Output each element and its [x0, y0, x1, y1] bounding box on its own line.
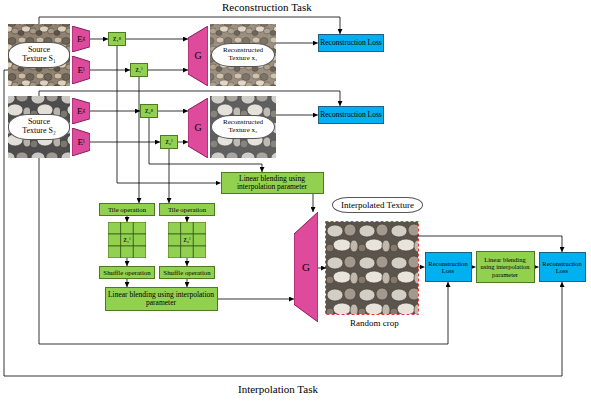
encoder-trapezoid: Eᵍ: [72, 98, 90, 124]
loss-box: Reconstruction Loss: [539, 252, 586, 282]
operation-box: Tile operation: [159, 203, 215, 216]
generator-trapezoid: G: [188, 26, 208, 86]
section-label: Reconstruction Task: [222, 1, 312, 13]
flow-arrow: [276, 43, 318, 44]
texture-image: Reconstructed Texture x₁: [210, 24, 276, 86]
flow-arrow: [127, 216, 128, 222]
pebble-texture: [210, 24, 276, 86]
node-label: G: [194, 50, 201, 61]
node-label: Reconstructed Texture x₁: [211, 43, 275, 67]
loss-box: Reconstruction Loss: [425, 252, 472, 282]
node-label: Linear blending using interpolation para…: [477, 256, 534, 278]
texture-heading: Interpolated Texture: [332, 197, 423, 213]
flow-arrow: [169, 149, 170, 203]
node-label: z₁ˡ: [123, 236, 130, 244]
tiled-grid: z₂ˡ: [168, 222, 206, 258]
flow-arrow: [127, 258, 128, 266]
latent-code-box: z₂ᵍ: [140, 104, 158, 118]
node-label: Eᵍ: [77, 34, 85, 44]
node-label: z₂ᵍ: [145, 107, 153, 115]
latent-code-box: z₁ˡ: [130, 63, 148, 77]
flow-arrow: [90, 70, 130, 71]
flow-arrow: [318, 268, 326, 269]
node-label: G: [194, 122, 201, 133]
tiled-grid: z₁ˡ: [108, 222, 146, 258]
flow-arrow: [90, 39, 108, 40]
flow-arrow: [126, 39, 188, 40]
encoder-trapezoid: Eᵍ: [72, 26, 90, 52]
node-label: Source Texture S₂: [8, 114, 70, 140]
node-label: Reconstruction Loss: [540, 260, 585, 275]
operation-box: Shuffle operation: [99, 266, 155, 279]
node-label: z₁ᵍ: [113, 35, 121, 43]
flow-arrow: [178, 142, 188, 143]
loss-box: Reconstruction Loss: [318, 106, 384, 124]
flow-arrow: [187, 279, 188, 287]
node-label: Eˡ: [78, 137, 85, 147]
node-label: Linear blending using interpolation para…: [222, 175, 323, 192]
flow-arrow: [418, 236, 562, 252]
flow-arrow: [158, 111, 188, 112]
node-label: Shuffle operation: [103, 269, 150, 277]
random-crop-border: [326, 222, 419, 315]
operation-box: Shuffle operation: [159, 266, 215, 279]
generator-trapezoid: G: [188, 98, 208, 158]
operation-box: Tile operation: [99, 203, 155, 216]
node-label: z₂ˡ: [165, 138, 172, 146]
flow-arrow: [39, 158, 448, 344]
latent-code-box: z₂ˡ: [160, 135, 178, 149]
flow-arrow: [187, 258, 188, 266]
blending-box: Linear blending using interpolation para…: [221, 172, 324, 194]
blending-box: Linear blending using interpolation para…: [476, 251, 535, 283]
latent-code-box: z₁ᵍ: [108, 32, 126, 46]
flow-arrow: [218, 299, 295, 300]
node-label: Source Texture S₁: [8, 42, 70, 68]
flow-arrow: [127, 279, 128, 287]
node-label: Reconstruction Loss: [320, 39, 381, 47]
interpolated-texture: Interpolated Texture: [326, 222, 418, 314]
node-label: Eᵍ: [77, 106, 85, 116]
node-label: z₂ˡ: [183, 236, 190, 244]
blending-box: Linear blending using interpolation para…: [105, 287, 218, 311]
flow-arrow: [4, 70, 562, 376]
stone-texture: [8, 96, 70, 158]
section-label: Interpolation Task: [238, 383, 318, 395]
encoder-trapezoid: Eˡ: [72, 128, 90, 156]
node-label: Reconstruction Loss: [320, 111, 381, 119]
node-label: Tile operation: [108, 206, 146, 214]
node-label: Tile operation: [168, 206, 206, 214]
flow-arrow: [139, 77, 140, 203]
node-label: z₁ˡ: [135, 66, 142, 74]
interpolated-texture-image: [326, 222, 418, 314]
loss-box: Reconstruction Loss: [318, 34, 384, 52]
section-label: Random crop: [350, 318, 399, 328]
node-label: Shuffle operation: [163, 269, 210, 277]
node-label: Reconstruction Loss: [426, 260, 471, 275]
node-label: Linear blending using interpolation para…: [106, 291, 217, 308]
texture-image: Source Texture S₂: [8, 96, 70, 158]
pebble-texture: [8, 24, 70, 86]
flow-arrow: [276, 115, 318, 116]
texture-image: Source Texture S₁: [8, 24, 70, 86]
flow-arrow: [313, 194, 314, 212]
flow-arrow: [90, 111, 140, 112]
flow-arrow: [187, 216, 188, 222]
node-label: G: [302, 261, 310, 273]
texture-image: Reconstructed Texture x₂: [210, 96, 276, 158]
node-label: Eˡ: [78, 65, 85, 75]
encoder-trapezoid: Eˡ: [72, 56, 90, 84]
flow-arrow: [90, 142, 160, 143]
generator-trapezoid: G: [294, 212, 318, 322]
flow-arrow: [148, 70, 188, 71]
stone-texture: [210, 96, 276, 158]
node-label: Reconstructed Texture x₂: [211, 115, 275, 139]
